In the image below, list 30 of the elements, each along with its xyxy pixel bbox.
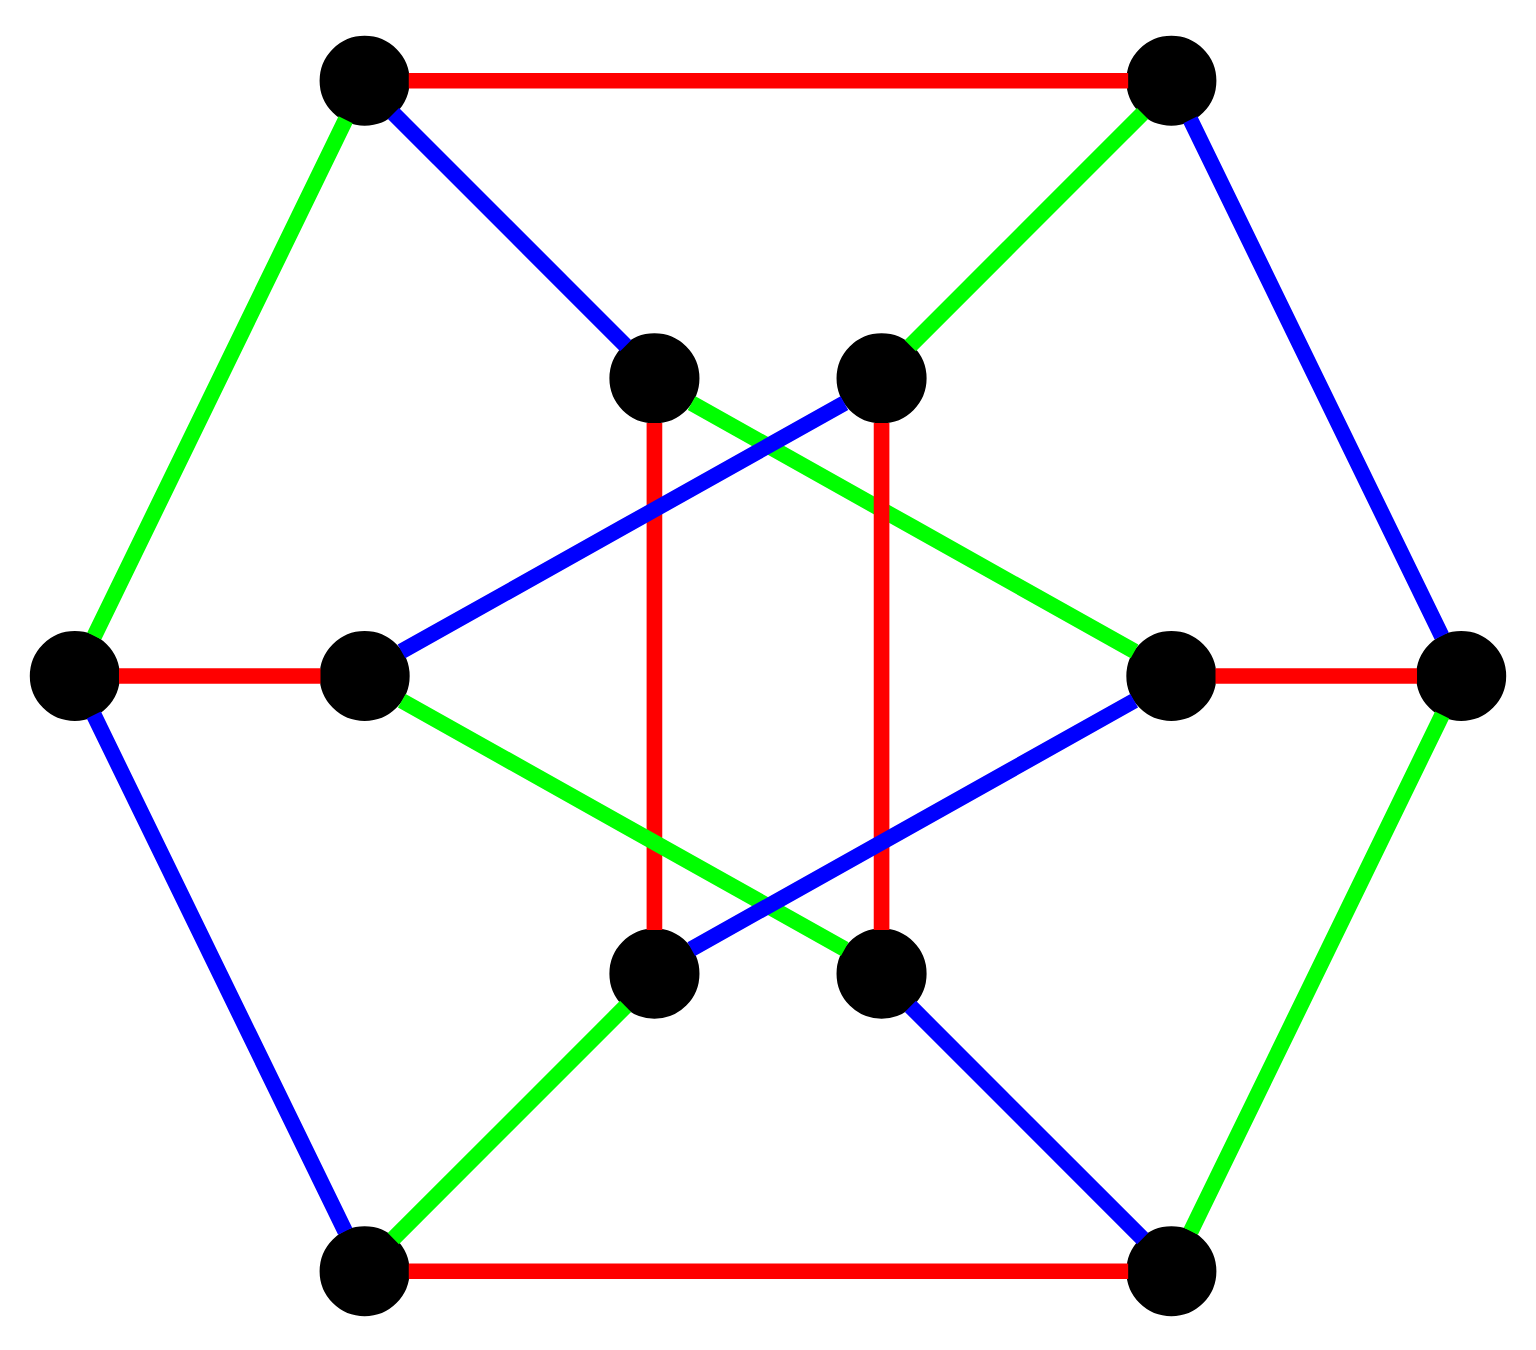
connector: [397, 395, 849, 658]
connector: [87, 115, 353, 639]
connector: [873, 422, 890, 929]
connector: [646, 422, 663, 929]
connector: [387, 999, 632, 1244]
node-circle: [609, 332, 700, 423]
node-circle: [609, 927, 700, 1018]
connector: [904, 999, 1149, 1244]
node-circle: [1126, 629, 1217, 721]
connector: [397, 692, 849, 955]
connector: [1183, 115, 1449, 639]
node-circle: [319, 34, 410, 125]
connector: [387, 107, 632, 351]
node-circle: [319, 1225, 410, 1316]
node-circle: [1126, 1225, 1217, 1316]
node-circle: [1126, 34, 1217, 125]
node-circle: [1416, 629, 1507, 721]
connector: [1183, 710, 1450, 1234]
connector: [408, 1262, 1129, 1279]
node-circle: [319, 629, 410, 721]
connector: [86, 710, 353, 1234]
node-circle: [29, 629, 120, 721]
connector: [118, 667, 321, 683]
connector: [687, 692, 1139, 955]
node-circle: [836, 332, 927, 423]
connector: [1215, 667, 1418, 683]
connector: [408, 71, 1129, 88]
connector: [904, 107, 1149, 351]
node-circle: [836, 927, 927, 1018]
connector: [687, 395, 1139, 658]
